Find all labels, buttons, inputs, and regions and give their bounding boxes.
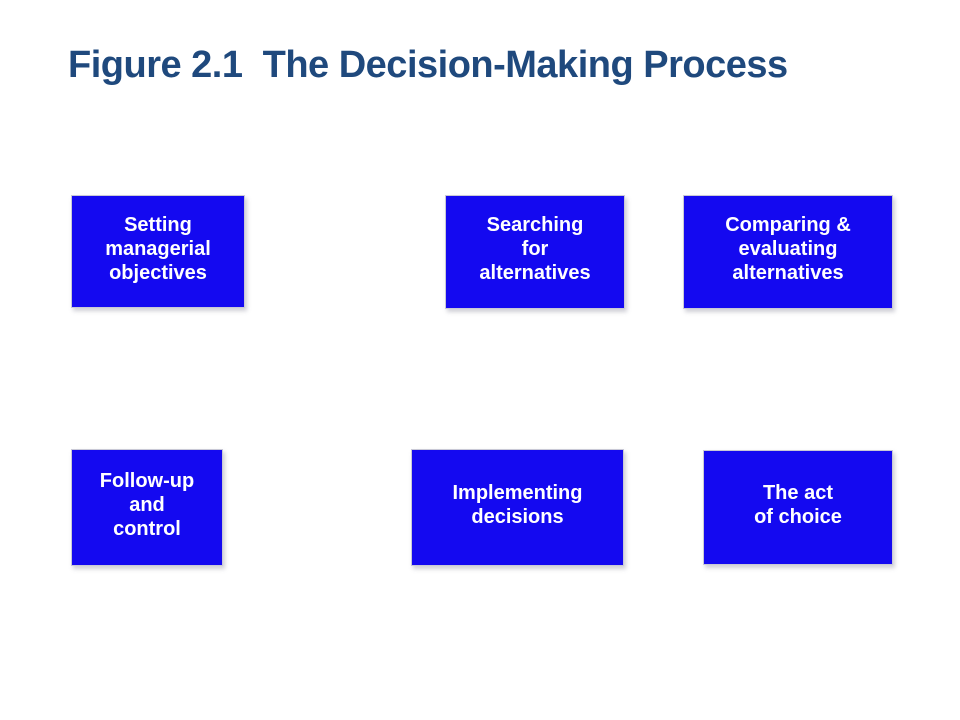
process-box-comparing-evaluating-alternatives: Comparing & evaluating alternatives [683,195,893,309]
process-box-follow-up-and-control: Follow-up and control [71,449,223,566]
process-box-the-act-of-choice: The act of choice [703,450,893,565]
process-box-setting-managerial-objectives: Setting managerial objectives [71,195,245,308]
page-title: Figure 2.1 The Decision-Making Process [68,44,788,86]
process-box-implementing-decisions: Implementing decisions [411,449,624,566]
process-box-searching-for-alternatives: Searching for alternatives [445,195,625,309]
